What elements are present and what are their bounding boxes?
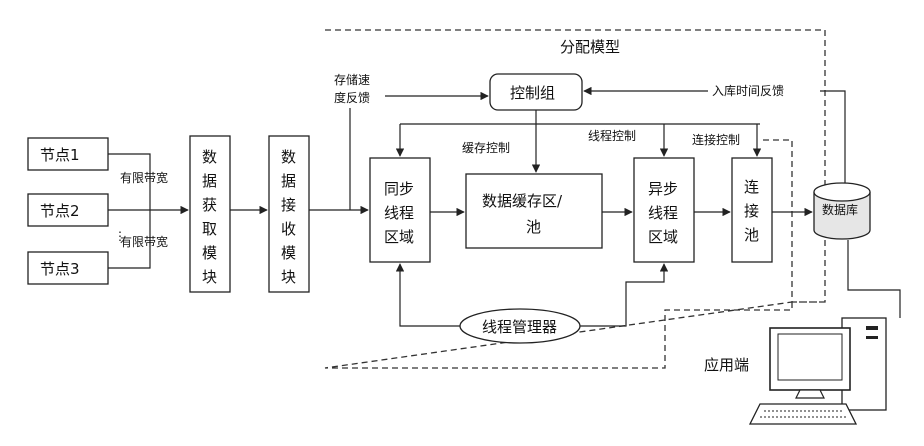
svg-text:数: 数 — [281, 148, 296, 166]
application-label: 应用端 — [704, 356, 749, 374]
computer-icon — [750, 318, 886, 424]
svg-text:池: 池 — [744, 226, 759, 244]
node-1-label: 节点1 — [40, 146, 80, 164]
thread-manager: 线程管理器 — [460, 309, 580, 343]
svg-text:据: 据 — [202, 172, 217, 190]
svg-text:接: 接 — [281, 196, 296, 214]
svg-text:线程: 线程 — [384, 204, 414, 222]
svg-text:取: 取 — [202, 220, 217, 238]
svg-text:池: 池 — [526, 218, 541, 236]
svg-text:模: 模 — [202, 244, 217, 262]
control-group: 控制组 — [490, 74, 582, 110]
data-acquisition-module: 数 据 获 取 模 块 — [190, 136, 230, 292]
svg-text:区域: 区域 — [648, 228, 678, 246]
svg-text:线程: 线程 — [648, 204, 678, 222]
svg-text:数: 数 — [202, 148, 217, 166]
node-2-label: 节点2 — [40, 202, 80, 220]
bandwidth-label-upper: 有限带宽 — [120, 170, 168, 185]
cache-control-label: 缓存控制 — [462, 141, 510, 155]
connection-pool: 连 接 池 — [732, 158, 772, 262]
svg-text:异步: 异步 — [648, 180, 678, 198]
data-receive-module: 数 据 接 收 模 块 — [269, 136, 309, 292]
svg-text:据: 据 — [281, 172, 296, 190]
svg-text:数据缓存区/: 数据缓存区/ — [482, 192, 563, 210]
svg-text:同步: 同步 — [384, 180, 414, 198]
database-label: 数据库 — [822, 202, 858, 217]
data-buffer-pool: 数据缓存区/ 池 — [466, 174, 602, 248]
svg-text:线程管理器: 线程管理器 — [482, 318, 557, 336]
svg-text:连: 连 — [744, 178, 759, 196]
node-2: 节点2 — [28, 194, 108, 226]
storage-feedback-line1: 存储速 — [334, 72, 370, 87]
svg-text:块: 块 — [202, 268, 217, 286]
node-3-label: 节点3 — [40, 260, 80, 278]
svg-text:接: 接 — [744, 202, 759, 220]
db-to-app-link — [848, 240, 900, 318]
node-3: 节点3 — [28, 252, 108, 284]
svg-text:块: 块 — [281, 268, 296, 286]
connection-control-label: 连接控制 — [692, 132, 740, 147]
async-thread-region: 异步 线程 区域 — [634, 158, 694, 262]
svg-text:收: 收 — [281, 220, 296, 238]
allocation-model-title: 分配模型 — [560, 38, 620, 56]
svg-text:控制组: 控制组 — [510, 84, 555, 102]
sync-thread-region: 同步 线程 区域 — [370, 158, 430, 262]
inbound-feedback-label: 入库时间反馈 — [712, 83, 784, 98]
svg-text:模: 模 — [281, 244, 296, 262]
storage-feedback-line2: 度反馈 — [334, 90, 370, 105]
node-1: 节点1 — [28, 138, 108, 170]
database-icon: 数据库 — [814, 183, 870, 239]
thread-control-label: 线程控制 — [588, 128, 636, 143]
bandwidth-label-lower: 有限带宽 — [120, 234, 168, 249]
svg-text:获: 获 — [202, 196, 217, 214]
svg-text:区域: 区域 — [384, 228, 414, 246]
